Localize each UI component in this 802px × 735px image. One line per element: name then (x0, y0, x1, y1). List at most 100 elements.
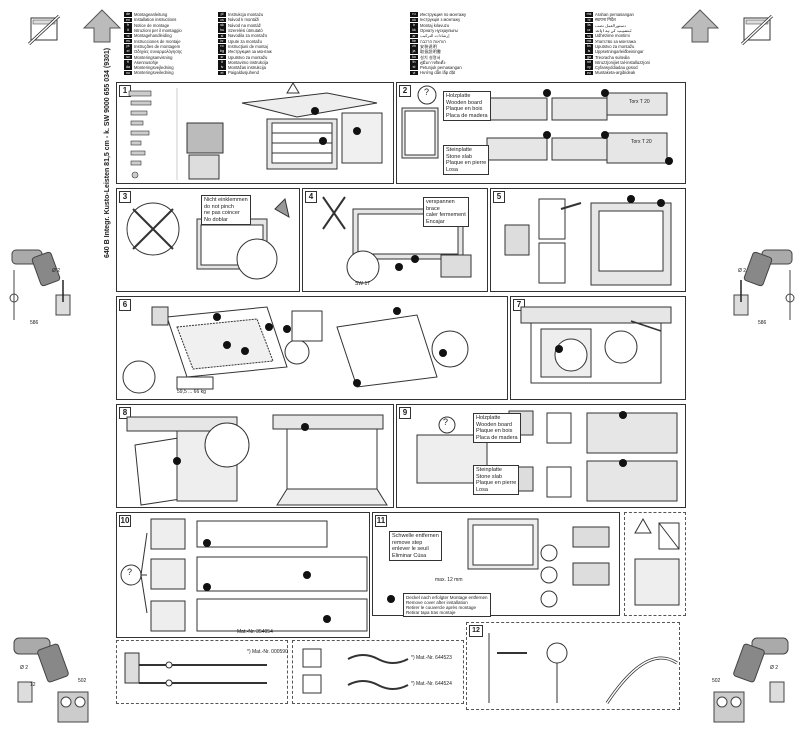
question-mark: ? (127, 567, 133, 577)
material-number-2: *) Mat.-Nr. 000590 (247, 649, 288, 655)
top-left-dishwasher-icon (27, 10, 61, 48)
cover-plate-illustration (387, 518, 610, 608)
power-cord-illustration (302, 648, 409, 694)
left-drill-icon (8, 240, 88, 330)
worktop-type-illustration (416, 410, 678, 502)
step-panel-7: 7 (510, 296, 686, 400)
align-door-illustration (520, 306, 672, 384)
material-number-1: Mat.-Nr. 354054 (237, 629, 273, 635)
step-number: 6 (119, 299, 131, 311)
bottom-right-diameter: Ø 2 (770, 665, 779, 671)
step-number: 12 (469, 625, 483, 637)
step-panel-1: 1 (116, 82, 394, 184)
parts-list-illustration (128, 82, 383, 180)
step-number: 5 (493, 191, 505, 203)
torx-label-2: Torx T 20 (631, 139, 652, 145)
bottom-left-dim-12: 12 (30, 682, 36, 688)
warning-icon (634, 517, 680, 606)
step-number: 2 (399, 85, 411, 97)
fix-side-illustration (504, 195, 672, 286)
bottom-right-dim-502: 502 (712, 678, 721, 684)
top-right-dishwasher-icon (740, 10, 774, 48)
step-panel-5: 5 (490, 188, 686, 292)
board-type-illustration (401, 85, 673, 165)
weight-label: 59,5 ... 66 kg (177, 389, 206, 395)
hose-routing-panel: 12 (466, 622, 680, 710)
left-dim-586: 586 (30, 320, 39, 326)
right-drill-diameter: Ø 2 (738, 268, 747, 274)
step-number: 4 (305, 191, 317, 203)
question-mark: ? (443, 417, 449, 427)
step-number: 10 (119, 515, 131, 527)
right-dim-586: 586 (758, 320, 767, 326)
hose-illustration (124, 652, 267, 687)
right-drill-icon (716, 240, 796, 330)
insert-appliance-illustration (126, 198, 290, 280)
left-drill-diameter: Ø 2 (52, 268, 61, 274)
bottom-left-diameter: Ø 2 (20, 665, 29, 671)
top-left-up-arrow-icon (82, 8, 122, 44)
plinth-options-illustration (120, 518, 368, 632)
question-mark: ? (424, 87, 430, 97)
wrench-size-label: SW 17 (355, 281, 371, 287)
brace-illustration (322, 196, 472, 284)
step-panel-10: 10 ? Mat.-Nr. 354054 (116, 512, 370, 638)
power-cord-panel: *) Mat.-Nr. 644523 *) Mat.-Nr. 644524 (292, 640, 464, 704)
material-number-3: *) Mat.-Nr. 644523 (411, 655, 452, 661)
mount-panel-illustration (122, 306, 469, 394)
bottom-left-dim-502: 502 (78, 678, 87, 684)
step-panel-6: 6 59,5 ... 66 kg (116, 296, 508, 400)
